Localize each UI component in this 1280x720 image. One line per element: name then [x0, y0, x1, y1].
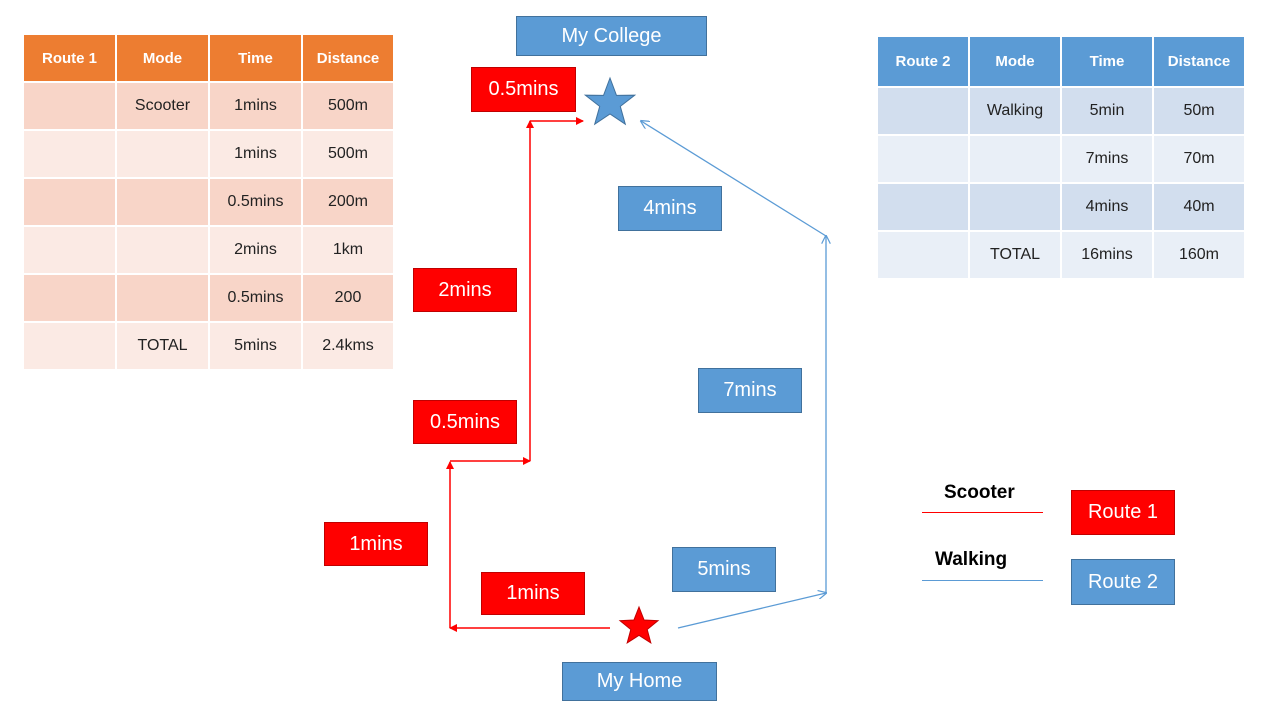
table-cell	[876, 134, 970, 184]
route1-time-label: 2mins	[413, 268, 517, 312]
route1-time-label: 1mins	[324, 522, 428, 566]
table-row: 0.5mins 200	[22, 273, 395, 323]
table-row: TOTAL 16mins 160m	[876, 230, 1246, 280]
route1-time-label: 0.5mins	[413, 400, 517, 444]
table-cell: 1mins	[208, 81, 303, 131]
home-star-icon	[618, 605, 660, 645]
table-cell	[22, 225, 117, 275]
route1-header-row: Route 1 Mode Time Distance	[22, 33, 395, 83]
table-row: 4mins 40m	[876, 182, 1246, 232]
table-cell	[115, 225, 210, 275]
table-cell: 50m	[1152, 86, 1246, 136]
table-cell	[115, 273, 210, 323]
table-row: 1mins 500m	[22, 129, 395, 179]
table-cell: 70m	[1152, 134, 1246, 184]
route1-time-label: 0.5mins	[471, 67, 576, 112]
table-cell: TOTAL	[115, 321, 210, 371]
table-row: 7mins 70m	[876, 134, 1246, 184]
route2-time-label: 7mins	[698, 368, 802, 413]
table-cell: 5min	[1060, 86, 1154, 136]
table-cell: 7mins	[1060, 134, 1154, 184]
distance-header-cell: Distance	[1152, 35, 1246, 88]
route2-header-cell: Route 2	[876, 35, 970, 88]
legend-scooter-line	[922, 512, 1043, 513]
legend-route1-box: Route 1	[1071, 490, 1175, 535]
route2-segment-line	[641, 121, 827, 237]
table-row: Scooter 1mins 500m	[22, 81, 395, 131]
table-cell: 16mins	[1060, 230, 1154, 280]
route1-table: Route 1 Mode Time Distance Scooter 1mins…	[22, 33, 395, 371]
table-cell: 1km	[301, 225, 395, 275]
legend-route2-box: Route 2	[1071, 559, 1175, 605]
table-cell	[22, 129, 117, 179]
table-cell	[22, 81, 117, 131]
table-cell: TOTAL	[968, 230, 1062, 280]
route2-time-label: 5mins	[672, 547, 776, 592]
time-header-cell: Time	[1060, 35, 1154, 88]
route1-time-label: 1mins	[481, 572, 585, 615]
table-cell	[968, 182, 1062, 232]
home-label: My Home	[562, 662, 717, 701]
mode-header-cell: Mode	[968, 35, 1062, 88]
table-cell: Scooter	[115, 81, 210, 131]
table-cell: 160m	[1152, 230, 1246, 280]
college-label: My College	[516, 16, 707, 56]
table-row: 0.5mins 200m	[22, 177, 395, 227]
table-cell	[22, 273, 117, 323]
table-cell: 500m	[301, 81, 395, 131]
table-cell: 200m	[301, 177, 395, 227]
college-star-icon	[583, 76, 637, 126]
table-cell	[22, 321, 117, 371]
route2-time-label: 4mins	[618, 186, 722, 231]
table-row: 2mins 1km	[22, 225, 395, 275]
table-cell	[876, 86, 970, 136]
route2-table: Route 2 Mode Time Distance Walking 5min …	[876, 35, 1246, 280]
table-cell: 2.4kms	[301, 321, 395, 371]
table-row: TOTAL 5mins 2.4kms	[22, 321, 395, 371]
table-cell: 40m	[1152, 182, 1246, 232]
time-header-cell: Time	[208, 33, 303, 83]
distance-header-cell: Distance	[301, 33, 395, 83]
route2-header-row: Route 2 Mode Time Distance	[876, 35, 1246, 88]
mode-header-cell: Mode	[115, 33, 210, 83]
table-cell: Walking	[968, 86, 1062, 136]
table-row: Walking 5min 50m	[876, 86, 1246, 136]
table-cell: 2mins	[208, 225, 303, 275]
table-cell	[22, 177, 117, 227]
table-cell	[968, 134, 1062, 184]
table-cell: 4mins	[1060, 182, 1154, 232]
table-cell	[115, 129, 210, 179]
table-cell: 500m	[301, 129, 395, 179]
route1-header-cell: Route 1	[22, 33, 117, 83]
legend-walking-line	[922, 580, 1043, 581]
table-cell: 1mins	[208, 129, 303, 179]
table-cell: 0.5mins	[208, 273, 303, 323]
table-cell	[115, 177, 210, 227]
table-cell: 0.5mins	[208, 177, 303, 227]
legend-scooter-label: Scooter	[944, 482, 1015, 503]
legend-walking-label: Walking	[935, 549, 1008, 570]
table-cell	[876, 230, 970, 280]
table-cell: 200	[301, 273, 395, 323]
route2-segment-line	[677, 593, 826, 629]
table-cell: 5mins	[208, 321, 303, 371]
table-cell	[876, 182, 970, 232]
